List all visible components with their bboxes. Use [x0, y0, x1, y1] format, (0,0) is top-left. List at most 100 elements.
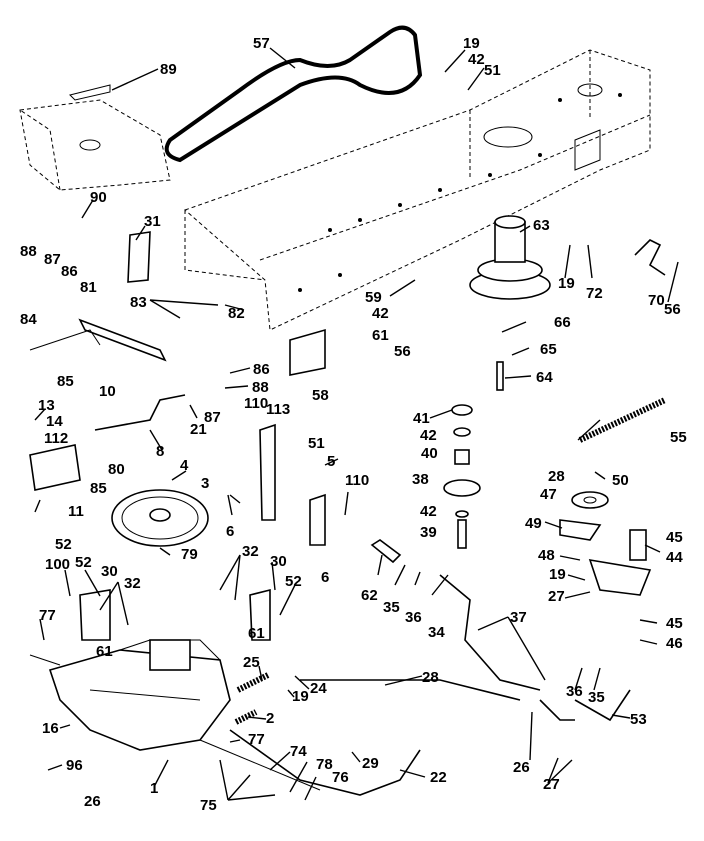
handle-62: [370, 539, 402, 564]
callout-84: 84: [20, 311, 37, 328]
callout-35: 35: [383, 599, 400, 616]
callout-30: 30: [101, 563, 118, 580]
callout-30: 30: [270, 553, 287, 570]
callout-1: 1: [150, 780, 158, 797]
spring-wire-70: [634, 239, 666, 276]
bolt-64: [496, 361, 504, 391]
callout-36: 36: [566, 683, 583, 700]
callout-70: 70: [648, 292, 665, 309]
callout-82: 82: [228, 305, 245, 322]
spring-55: [578, 397, 667, 443]
linkage-rods: [29, 318, 631, 796]
callout-32: 32: [124, 575, 141, 592]
engine-pulley-63: [469, 215, 551, 300]
callout-83: 83: [130, 294, 147, 311]
callout-29: 29: [362, 755, 379, 772]
callout-86: 86: [253, 361, 270, 378]
callout-48: 48: [538, 547, 555, 564]
callout-72: 72: [586, 285, 603, 302]
callout-110: 110: [345, 472, 369, 489]
callout-16: 16: [42, 720, 59, 737]
frame-chassis: [184, 49, 651, 331]
callout-11: 11: [68, 503, 84, 520]
callout-13: 13: [38, 397, 55, 414]
callout-39: 39: [420, 524, 437, 541]
drive-belt-57: [164, 25, 423, 163]
callout-2: 2: [266, 710, 274, 727]
callout-labels: 57 19 42 51 89 90 31 63 19 72 70 56 88 8…: [20, 35, 687, 814]
callout-110: 110: [244, 395, 268, 412]
callout-61: 61: [96, 643, 113, 660]
leader-lines: [34, 47, 679, 801]
callout-79: 79: [181, 546, 198, 563]
callout-58: 58: [312, 387, 329, 404]
callout-112: 112: [44, 430, 68, 447]
callout-66: 66: [554, 314, 571, 331]
callout-10: 10: [99, 383, 116, 400]
idler-stack: [443, 404, 481, 549]
callout-63: 63: [533, 217, 550, 234]
callout-87: 87: [204, 409, 221, 426]
callout-64: 64: [536, 369, 553, 386]
callout-52: 52: [285, 573, 302, 590]
callout-45: 45: [666, 615, 683, 632]
callout-28: 28: [422, 669, 439, 686]
callout-27: 27: [543, 776, 560, 793]
callout-8: 8: [156, 443, 164, 460]
callout-77: 77: [39, 607, 56, 624]
callout-52: 52: [75, 554, 92, 571]
callout-56: 56: [664, 301, 681, 318]
callout-50: 50: [612, 472, 629, 489]
callout-37: 37: [510, 609, 527, 626]
callout-61: 61: [248, 625, 265, 642]
callout-61: 61: [372, 327, 389, 344]
callout-47: 47: [540, 486, 557, 503]
callout-31: 31: [144, 213, 161, 230]
transmission-pulley-3: [111, 489, 209, 547]
callout-22: 22: [430, 769, 447, 786]
callout-85: 85: [57, 373, 74, 390]
callout-75: 75: [200, 797, 217, 814]
callout-38: 38: [412, 471, 429, 488]
callout-42: 42: [420, 427, 437, 444]
callout-26: 26: [513, 759, 530, 776]
callout-113: 113: [266, 401, 290, 418]
callout-62: 62: [361, 587, 378, 604]
callout-5: 5: [327, 453, 335, 470]
callout-35: 35: [588, 689, 605, 706]
callout-45: 45: [666, 529, 683, 546]
callout-53: 53: [630, 711, 647, 728]
callout-51: 51: [484, 62, 501, 79]
callout-6: 6: [226, 523, 234, 540]
callout-49: 49: [525, 515, 542, 532]
callout-88: 88: [20, 243, 37, 260]
pulley-47: [571, 491, 609, 509]
callout-4: 4: [180, 457, 189, 474]
callout-55: 55: [670, 429, 687, 446]
callout-76: 76: [332, 769, 349, 786]
callout-25: 25: [243, 654, 260, 671]
callout-19: 19: [463, 35, 480, 52]
callout-51: 51: [308, 435, 325, 452]
callout-19: 19: [549, 566, 566, 583]
callout-44: 44: [666, 549, 683, 566]
callout-52: 52: [55, 536, 72, 553]
callout-42: 42: [468, 51, 485, 68]
callout-46: 46: [666, 635, 683, 652]
callout-96: 96: [66, 757, 83, 774]
callout-27: 27: [548, 588, 565, 605]
callout-24: 24: [310, 680, 327, 697]
callout-77: 77: [248, 731, 265, 748]
brackets: [29, 231, 652, 641]
callout-65: 65: [540, 341, 557, 358]
callout-19: 19: [292, 688, 309, 705]
callout-74: 74: [290, 743, 307, 760]
callout-89: 89: [160, 61, 177, 78]
callout-100: 100: [45, 556, 70, 573]
callout-90: 90: [90, 189, 107, 206]
callout-86: 86: [61, 263, 78, 280]
callout-36: 36: [405, 609, 422, 626]
callout-21: 21: [190, 421, 207, 438]
callout-41: 41: [413, 410, 430, 427]
